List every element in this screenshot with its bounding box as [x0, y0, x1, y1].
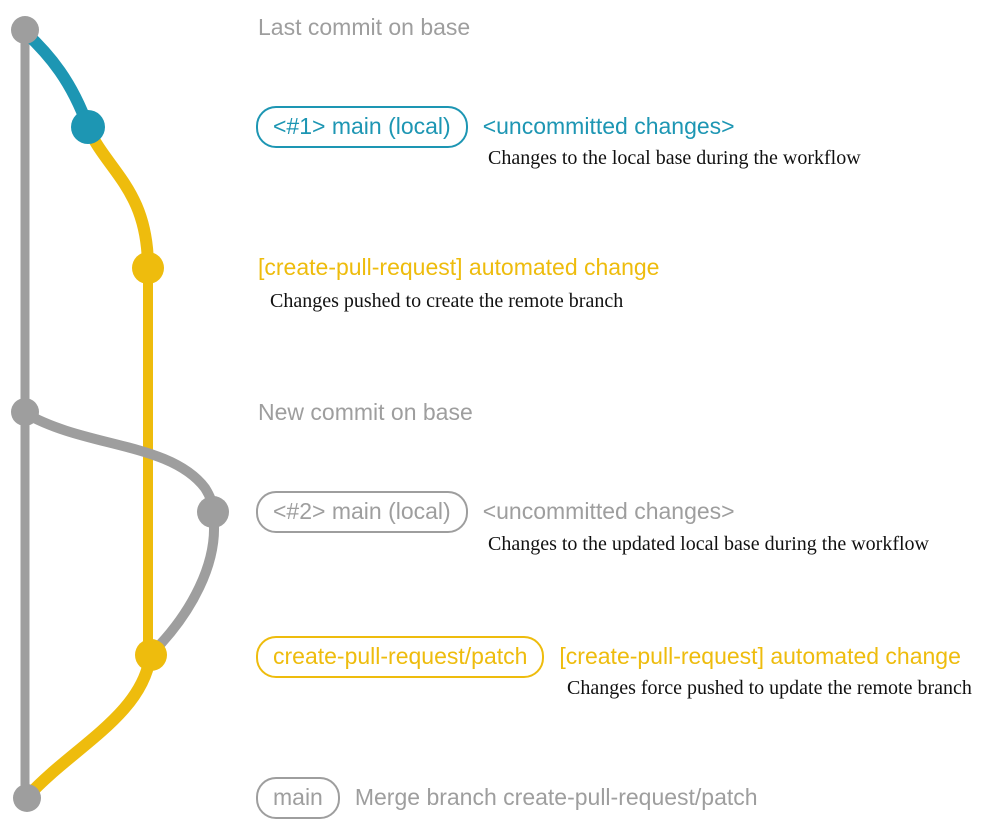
- commit-dot-local-main-1: [71, 110, 105, 144]
- automated-change-label-2: [create-pull-request] automated change: [559, 643, 961, 669]
- badge-main-local-1: <#1> main (local): [256, 106, 468, 148]
- badge-create-pull-request-patch: create-pull-request/patch: [256, 636, 545, 678]
- row-local-main-1: <#1> main (local) <uncommitted changes>: [256, 106, 735, 148]
- row-patch-branch: create-pull-request/patch [create-pull-r…: [256, 636, 961, 678]
- new-commit-on-base-text: New commit on base: [258, 399, 473, 425]
- caption-pushed-create-remote: Changes pushed to create the remote bran…: [270, 290, 624, 312]
- badge-main: main: [256, 777, 340, 819]
- last-commit-on-base-text: Last commit on base: [258, 14, 471, 40]
- row-automated-change-1: [create-pull-request] automated change: [258, 254, 659, 282]
- create-pull-request-branch-curve: [82, 122, 154, 274]
- label-new-commit-on-base: New commit on base: [258, 399, 473, 427]
- badge-main-local-2: <#2> main (local): [256, 491, 468, 533]
- label-last-commit-on-base: Last commit on base: [258, 14, 470, 42]
- local-main-branch-curve: [19, 26, 94, 133]
- uncommitted-changes-label-1: <uncommitted changes>: [482, 113, 735, 139]
- automated-change-label-1: [create-pull-request] automated change: [258, 254, 660, 280]
- caption-local-base-changes: Changes to the local base during the wor…: [488, 147, 861, 169]
- commit-dot-last-base: [11, 16, 39, 44]
- merge-curve: [22, 651, 156, 802]
- commit-dot-automated-change-2: [135, 639, 167, 671]
- row-merge-commit: main Merge branch create-pull-request/pa…: [256, 777, 758, 819]
- merge-branch-label: Merge branch create-pull-request/patch: [354, 784, 758, 810]
- update-curve-to-patch: [147, 509, 219, 658]
- caption-updated-local-base-changes: Changes to the updated local base during…: [488, 533, 929, 555]
- commit-dot-local-main-2: [197, 496, 229, 528]
- row-local-main-2: <#2> main (local) <uncommitted changes>: [256, 491, 735, 533]
- commit-dot-automated-change-1: [132, 252, 164, 284]
- caption-force-pushed-update-remote: Changes force pushed to update the remot…: [567, 677, 972, 699]
- commit-dot-merge: [13, 784, 41, 812]
- uncommitted-changes-label-2: <uncommitted changes>: [482, 498, 735, 524]
- commit-dot-new-base: [11, 398, 39, 426]
- rebase-curve-to-local-main-2: [20, 408, 218, 517]
- git-graph: [11, 16, 229, 812]
